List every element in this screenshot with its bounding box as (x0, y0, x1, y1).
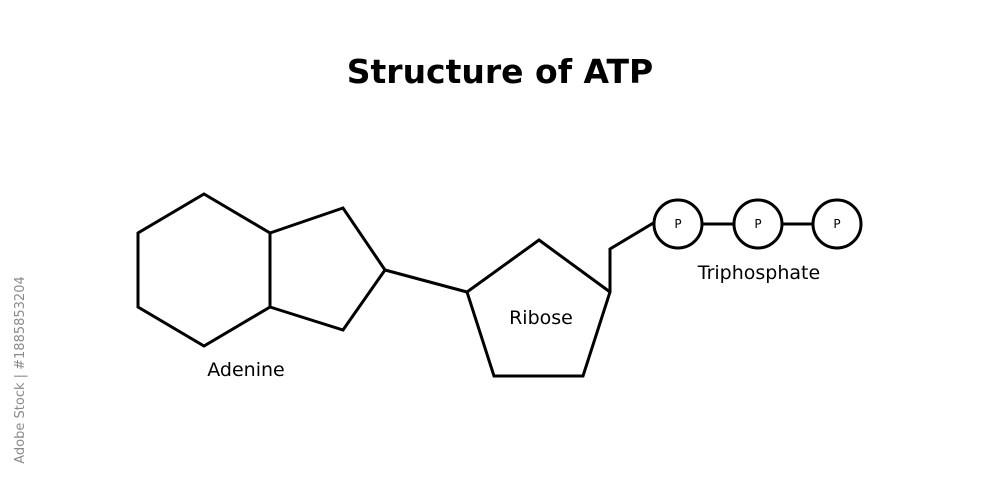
adenine-ribose-bond (384, 268, 468, 294)
ribose-ring (465, 238, 612, 378)
phosphate-label: P (674, 217, 681, 231)
diagram-title: Structure of ATP (347, 52, 653, 91)
adenine-structure (136, 192, 387, 348)
phosphate-circle (652, 198, 704, 250)
stock-watermark: Adobe Stock | #1885853204 (13, 276, 28, 463)
phosphate-label: P (754, 217, 761, 231)
phosphate-circle (811, 198, 863, 250)
ribose-label: Ribose (509, 307, 573, 329)
ribose-phosphate-bond (608, 220, 656, 292)
phosphate-circle (732, 198, 784, 250)
phosphate-label: P (833, 217, 840, 231)
adenine-label: Adenine (207, 359, 284, 381)
adenine-pentagon-ring (269, 206, 387, 332)
triphosphate-chain: P P P (652, 198, 863, 250)
adenine-hexagon-ring (136, 192, 272, 348)
triphosphate-label: Triphosphate (697, 262, 820, 284)
